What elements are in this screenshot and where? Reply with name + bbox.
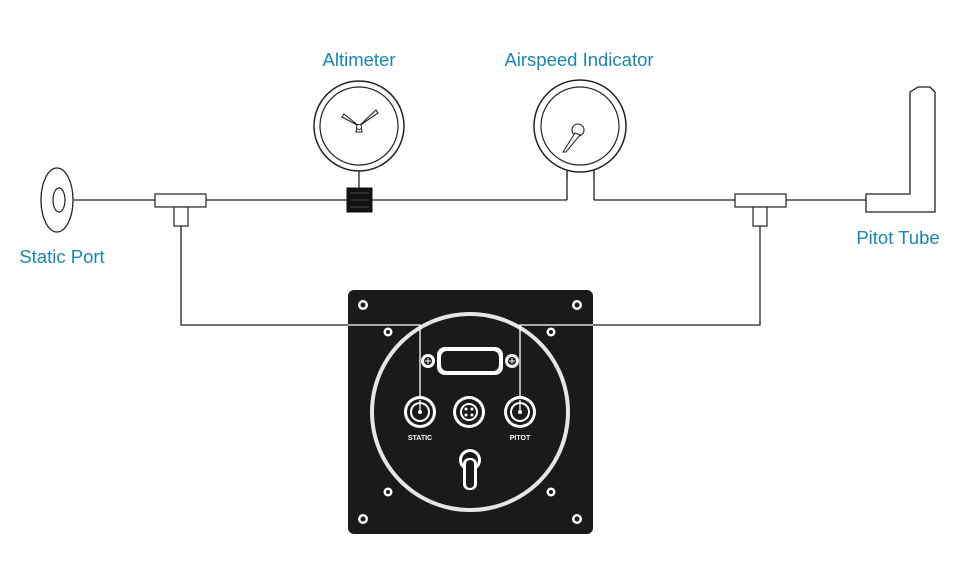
corner-screw xyxy=(358,514,368,524)
corner-screw xyxy=(572,300,582,310)
pitot-connector: PITOT xyxy=(504,396,536,442)
static-tee-fitting xyxy=(154,193,207,227)
instrument-panel: STATIC PITOT xyxy=(348,290,593,534)
static-port xyxy=(40,167,74,233)
ring-screw xyxy=(546,327,556,337)
pitot-tee-fitting xyxy=(734,193,787,227)
static-connector: STATIC xyxy=(404,396,436,442)
pitot-connector-label: PITOT xyxy=(510,435,531,442)
static-port-label: Static Port xyxy=(19,246,104,267)
airspeed-indicator-gauge xyxy=(533,79,627,178)
db-connector xyxy=(421,347,519,375)
altimeter-gauge xyxy=(313,80,405,213)
airspeed-indicator-label: Airspeed Indicator xyxy=(504,49,653,70)
static-connector-label: STATIC xyxy=(408,435,432,442)
electrical-connector xyxy=(453,396,485,428)
pitot-tube-label: Pitot Tube xyxy=(856,227,939,248)
pitot-tube xyxy=(865,86,936,213)
corner-screw xyxy=(572,514,582,524)
corner-screw xyxy=(358,300,368,310)
vent-tube xyxy=(459,449,481,490)
altimeter-label: Altimeter xyxy=(323,49,396,70)
ring-screw xyxy=(546,487,556,497)
ring-screw xyxy=(383,487,393,497)
pressure-lines xyxy=(74,170,866,326)
ring-screw xyxy=(383,327,393,337)
